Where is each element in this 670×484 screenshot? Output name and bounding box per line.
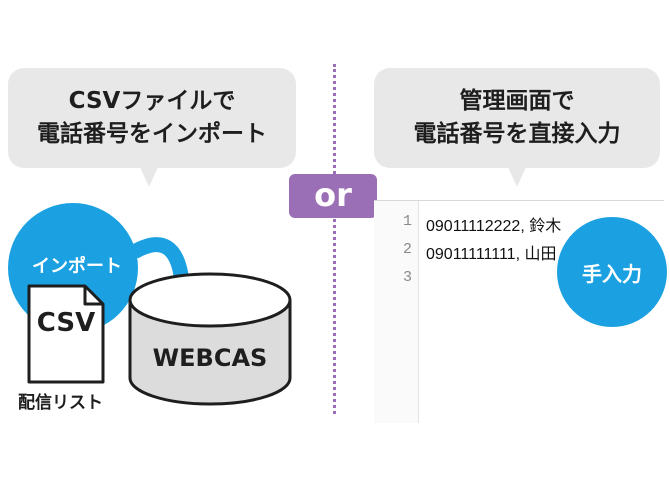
line-number: 1 <box>402 213 412 230</box>
editor-line-text[interactable]: 09011112222, 鈴木 <box>426 218 562 235</box>
csv-file-icon <box>27 284 105 384</box>
webcas-database-label: WEBCAS <box>152 344 268 372</box>
manual-entry-bubble-line2: 電話番号を直接入力 <box>413 121 621 147</box>
editor-line-text[interactable]: 09011111111, 山田 <box>426 246 557 263</box>
manual-entry-bubble-tail <box>508 167 526 187</box>
csv-import-bubble: CSVファイルで 電話番号をインポート <box>8 68 296 168</box>
line-number: 3 <box>402 269 412 286</box>
or-badge: or <box>289 174 377 218</box>
dotted-divider <box>333 64 336 414</box>
editor-line-gutter <box>374 201 419 423</box>
csv-import-bubble-line1: CSVファイルで <box>68 88 236 114</box>
csv-import-bubble-line2: 電話番号をインポート <box>37 121 267 147</box>
webcas-database-icon <box>128 272 292 406</box>
manual-entry-bubble: 管理画面で 電話番号を直接入力 <box>374 68 660 168</box>
import-badge-label: インポート <box>32 256 122 277</box>
manual-entry-badge-circle <box>557 217 667 327</box>
manual-entry-badge-label: 手入力 <box>582 262 642 286</box>
line-number: 2 <box>402 241 412 258</box>
csv-import-bubble-tail <box>140 167 158 187</box>
manual-entry-bubble-line1: 管理画面で <box>459 88 575 114</box>
distribution-list-caption: 配信リスト <box>18 393 103 413</box>
csv-file-label: CSV <box>36 308 96 338</box>
